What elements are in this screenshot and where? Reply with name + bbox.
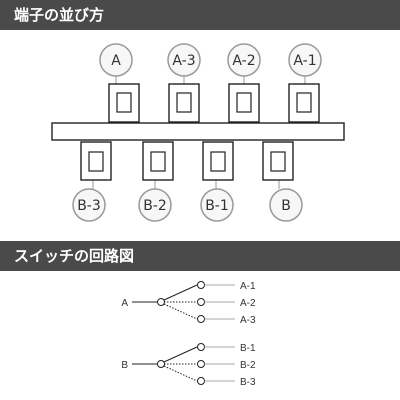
top-label-4-text: A-1 <box>293 53 316 69</box>
terminal-layout-diagram: A A-3 A-2 A-1 B-3 B-2 B-1 B <box>51 43 345 222</box>
circuit-a-node-3 <box>197 315 205 323</box>
circuit-b-output-label-3: B-3 <box>240 377 256 388</box>
bottom-label-1: B-3 <box>72 188 106 222</box>
circuit-b-common-node <box>157 360 165 368</box>
circuit-b-input-label: B <box>121 360 128 371</box>
top-terminal-block-4 <box>288 83 320 123</box>
circuit-a-input-label: A <box>121 298 128 309</box>
top-terminal-block-3 <box>228 83 260 123</box>
bottom-terminal-block-4 <box>262 141 294 181</box>
top-label-2-text: A-3 <box>172 53 195 69</box>
bottom-label-4-text: B <box>281 198 291 214</box>
circuit-b-output-label-1: B-1 <box>240 343 256 354</box>
top-label-3: A-2 <box>227 43 261 77</box>
circuit-b-node-2 <box>197 360 205 368</box>
circuit-a-node-1 <box>197 281 205 289</box>
bottom-label-4: B <box>269 188 303 222</box>
circuit-a-output-label-3: A-3 <box>240 315 256 326</box>
circuit-b-dotted-path-3 <box>163 365 198 382</box>
circuit-a-node-2 <box>197 298 205 306</box>
circuit-group-a: A A-1 A-2 A-3 <box>121 281 256 326</box>
top-label-1: A <box>99 43 133 77</box>
terminal-base-bar <box>51 122 345 141</box>
circuit-b-switch-arm <box>163 346 198 363</box>
bottom-connector-stems <box>92 179 280 189</box>
bottom-label-1-text: B-3 <box>77 198 101 214</box>
bottom-label-3-text: B-1 <box>205 198 229 214</box>
bottom-terminal-block-1 <box>80 141 112 181</box>
bottom-label-2-text: B-2 <box>143 198 167 214</box>
top-label-4: A-1 <box>288 43 322 77</box>
bottom-terminal-block-2 <box>142 141 174 181</box>
switch-circuit-header: スイッチの回路図 <box>0 241 400 271</box>
circuit-a-common-node <box>157 298 165 306</box>
circuit-a-dotted-path-3 <box>163 303 198 320</box>
circuit-group-b: B B-1 B-2 B-3 <box>121 343 256 388</box>
bottom-label-2: B-2 <box>138 188 172 222</box>
terminal-layout-header: 端子の並び方 <box>0 0 400 30</box>
top-terminal-block-1 <box>108 83 140 123</box>
circuit-b-node-1 <box>197 343 205 351</box>
circuit-a-output-label-1: A-1 <box>240 281 256 292</box>
circuit-a-switch-arm <box>163 284 198 301</box>
bottom-terminal-block-3 <box>202 141 234 181</box>
top-label-3-text: A-2 <box>232 53 255 69</box>
bottom-label-3: B-1 <box>200 188 234 222</box>
switch-circuit-diagram: A A-1 A-2 A-3 B B-1 B-2 B-3 <box>121 281 256 388</box>
top-connector-stems <box>115 76 306 86</box>
circuit-a-output-label-2: A-2 <box>240 298 256 309</box>
top-label-1-text: A <box>111 53 121 69</box>
circuit-b-output-label-2: B-2 <box>240 360 256 371</box>
top-label-2: A-3 <box>167 43 201 77</box>
circuit-b-node-3 <box>197 377 205 385</box>
top-terminal-block-2 <box>168 83 200 123</box>
